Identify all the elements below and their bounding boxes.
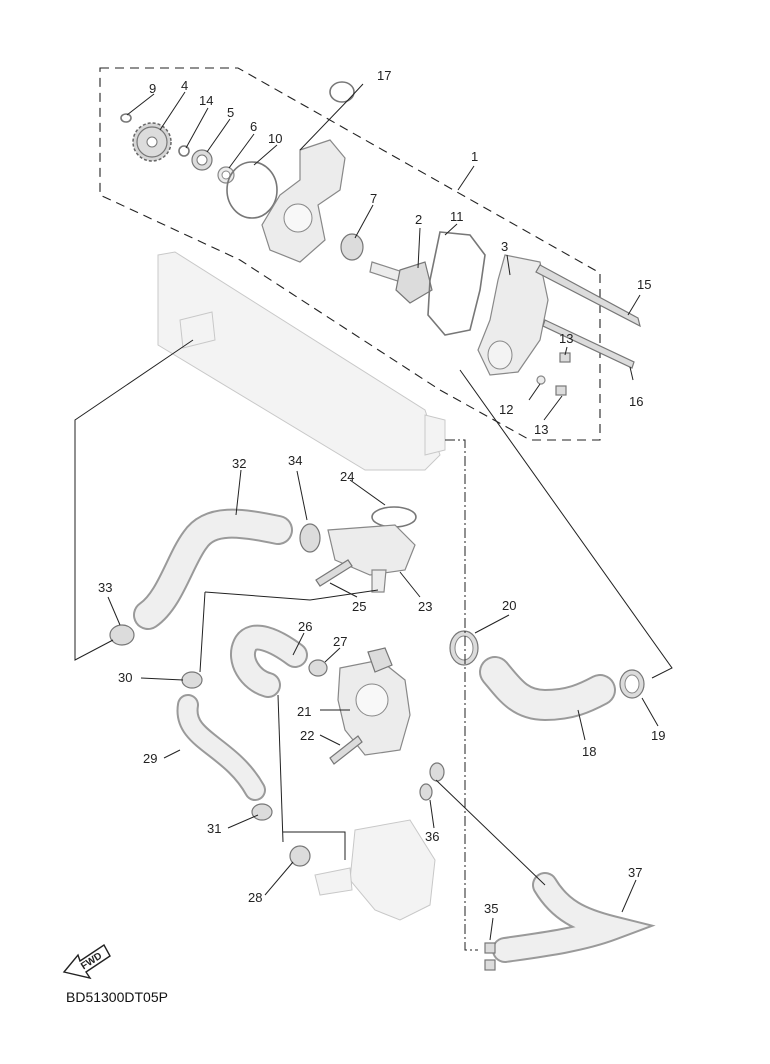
callout-4: 4 [181, 78, 188, 93]
connection-lines [74, 339, 673, 951]
callout-13-b: 13 [534, 422, 548, 437]
callout-31: 31 [207, 821, 221, 836]
callout-24: 24 [340, 469, 354, 484]
callout-28: 28 [248, 890, 262, 905]
callout-25: 25 [352, 599, 366, 614]
callout-22: 22 [300, 728, 314, 743]
leader-lines [107, 83, 659, 941]
diagram-code: BD51300DT05P [66, 989, 168, 1005]
callout-36: 36 [425, 829, 439, 844]
callout-27: 27 [333, 634, 347, 649]
callout-7: 7 [370, 191, 377, 206]
callout-9: 9 [149, 81, 156, 96]
callout-35: 35 [484, 901, 498, 916]
callout-26: 26 [298, 619, 312, 634]
callout-5: 5 [227, 105, 234, 120]
callout-1: 1 [471, 149, 478, 164]
callout-14: 14 [199, 93, 213, 108]
lower-parts [109, 506, 656, 971]
callout-37: 37 [628, 865, 642, 880]
callout-2: 2 [415, 212, 422, 227]
callout-17: 17 [377, 68, 391, 83]
assembly-boundary [99, 67, 601, 441]
callout-19: 19 [651, 728, 665, 743]
callout-32: 32 [232, 456, 246, 471]
callout-30: 30 [118, 670, 132, 685]
callout-33: 33 [98, 580, 112, 595]
callout-12: 12 [499, 402, 513, 417]
callout-6: 6 [250, 119, 257, 134]
callout-34: 34 [288, 453, 302, 468]
callout-11: 11 [450, 209, 464, 224]
callout-15: 15 [637, 277, 651, 292]
callout-10: 10 [268, 131, 282, 146]
callout-29: 29 [143, 751, 157, 766]
callout-16: 16 [629, 394, 643, 409]
fwd-arrow-icon: FWD [62, 943, 111, 980]
callout-21: 21 [297, 704, 311, 719]
radiator-ghost [157, 251, 446, 471]
callout-18: 18 [582, 744, 596, 759]
callout-3: 3 [501, 239, 508, 254]
callout-23: 23 [418, 599, 432, 614]
callouts: 1 2 3 4 5 6 7 9 10 11 12 13 13 14 15 16 … [98, 68, 665, 916]
callout-20: 20 [502, 598, 516, 613]
water-pump-assembly [120, 81, 641, 396]
callout-13-a: 13 [559, 331, 573, 346]
